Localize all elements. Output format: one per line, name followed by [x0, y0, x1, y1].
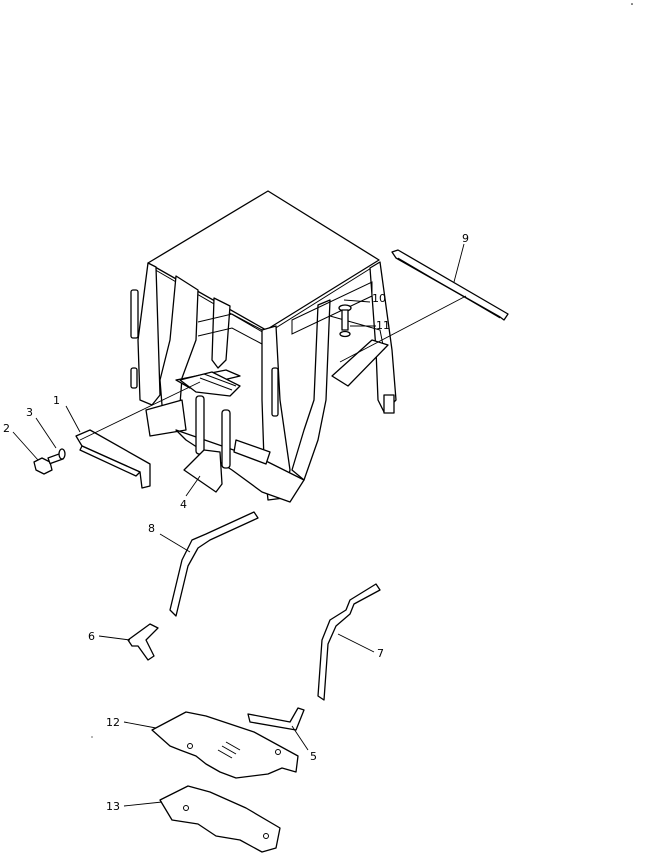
part-10-bolt	[338, 304, 352, 331]
callout-8: 8	[148, 522, 155, 535]
scan-speck	[91, 736, 93, 738]
part-13-mat	[159, 785, 281, 853]
callout-6: 6	[88, 630, 95, 643]
leader-lines	[12, 243, 467, 807]
callout-5: 5	[310, 750, 317, 763]
callout-9: 9	[462, 232, 469, 245]
callout-10: 10	[372, 292, 386, 305]
callout-12: 12	[106, 716, 120, 729]
part-3-washer	[58, 448, 66, 460]
scan-speck	[631, 3, 633, 5]
callout-1: 1	[53, 394, 60, 407]
part-7-rod	[317, 583, 381, 701]
callout-4: 4	[180, 498, 187, 511]
part-12-plate	[151, 711, 299, 779]
part-11-washer	[339, 330, 351, 338]
callout-2: 2	[3, 422, 10, 435]
part-1-bracket	[75, 429, 151, 489]
part-4-panel	[183, 449, 223, 493]
part-8-rod	[169, 511, 259, 617]
callout-13: 13	[106, 800, 120, 813]
cab-frame	[130, 190, 397, 503]
part-5-bracket	[247, 707, 305, 731]
part-9-bar	[391, 249, 509, 321]
callout-11: 11	[376, 319, 390, 332]
callout-7: 7	[377, 647, 384, 660]
part-6-bracket	[127, 623, 159, 661]
callout-3: 3	[26, 406, 33, 419]
